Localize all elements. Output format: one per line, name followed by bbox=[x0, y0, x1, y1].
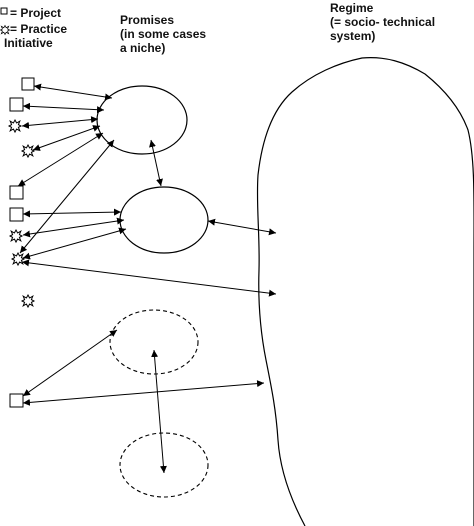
practice-starburst-icon bbox=[8, 119, 22, 133]
regime-shape bbox=[256, 57, 474, 526]
connector-arrow bbox=[151, 349, 167, 474]
legend-starburst-icon bbox=[0, 25, 10, 35]
practice-starburst-icon bbox=[21, 144, 35, 158]
connector-arrow bbox=[149, 139, 163, 187]
connector-arrows bbox=[17, 83, 277, 474]
promise-ellipse-dashed-1 bbox=[109, 309, 199, 375]
promise-ellipse-dashed-2 bbox=[119, 432, 209, 498]
promises-subtitle-line2: a niche) bbox=[120, 41, 166, 55]
practice-starburst-icon bbox=[9, 229, 23, 243]
project-square-icon bbox=[9, 97, 24, 112]
connector-arrow bbox=[22, 227, 127, 260]
project-square-icon bbox=[9, 393, 24, 408]
legend-square-icon bbox=[0, 7, 8, 15]
promise-ellipse-2 bbox=[119, 186, 209, 254]
regime-title: Regime bbox=[330, 1, 374, 15]
connector-arrow bbox=[22, 208, 122, 218]
regime-subtitle-line2: system) bbox=[330, 29, 376, 43]
connector-arrow bbox=[22, 380, 265, 406]
connector-arrow bbox=[22, 102, 105, 114]
practice-starburst-icon bbox=[11, 252, 25, 266]
connector-arrow bbox=[17, 132, 104, 187]
promises-title: Promises bbox=[120, 13, 175, 27]
connector-arrow bbox=[21, 259, 277, 297]
legend-practice-label-line2: Initiative bbox=[4, 36, 53, 50]
legend-practice-label: = Practice bbox=[10, 22, 68, 36]
project-square-icon bbox=[9, 185, 24, 200]
promises-subtitle-line1: (in some cases bbox=[120, 27, 207, 41]
legend-project-label: = Project bbox=[10, 6, 62, 20]
connector-arrow bbox=[22, 217, 125, 238]
connector-arrow bbox=[19, 139, 115, 254]
connector-arrow bbox=[21, 116, 99, 129]
connector-arrow bbox=[32, 125, 101, 151]
regime-subtitle-line1: (= socio- technical bbox=[330, 15, 436, 29]
connector-arrow bbox=[207, 218, 277, 236]
project-square-icon bbox=[9, 207, 24, 222]
connector-arrow bbox=[22, 329, 118, 397]
project-square-icon bbox=[21, 77, 35, 91]
connector-arrow bbox=[33, 83, 113, 101]
practice-starburst-icon bbox=[21, 294, 35, 308]
